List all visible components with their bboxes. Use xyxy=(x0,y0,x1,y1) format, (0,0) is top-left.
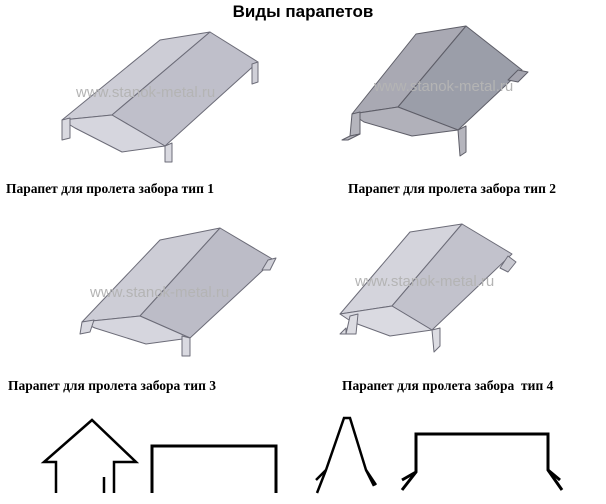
watermark-4: www.stanok-metal.ru xyxy=(355,273,495,290)
page-title: Виды парапетов xyxy=(232,2,374,21)
parapet-type-2-drawing xyxy=(341,25,529,157)
caption-type-1: Парапет для пролета забора тип 1 xyxy=(6,181,214,196)
watermark-2: www.stanok-metal.ru xyxy=(374,78,514,95)
watermark-1: www.stanok-metal.ru xyxy=(76,84,216,101)
parapet-type-1-drawing xyxy=(61,31,259,163)
caption-type-4: Парапет для пролета забора тип 4 xyxy=(342,378,554,393)
profile-type-1 xyxy=(40,418,140,493)
profile-type-4 xyxy=(400,432,564,491)
profile-type-2 xyxy=(150,444,278,493)
caption-type-3: Парапет для пролета забора тип 3 xyxy=(8,378,216,393)
caption-type-2: Парапет для пролета забора тип 2 xyxy=(348,181,556,196)
watermark-3: www.stanok-metal.ru xyxy=(90,284,230,301)
parapet-type-4-drawing xyxy=(339,223,517,353)
profile-type-3 xyxy=(315,416,378,494)
parapet-type-3-drawing xyxy=(79,227,277,357)
